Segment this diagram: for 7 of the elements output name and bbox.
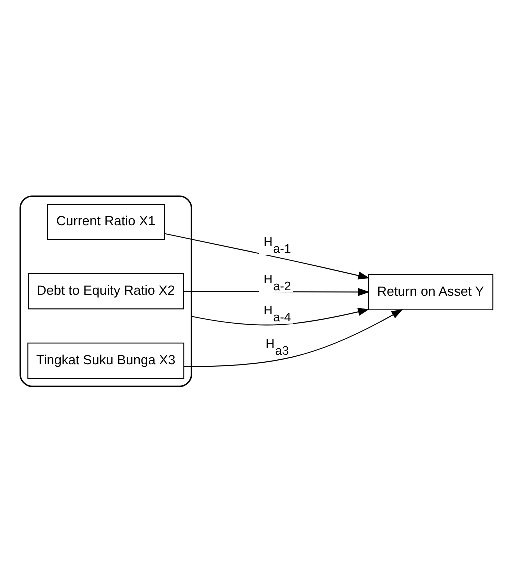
node-box: Return on Asset Y xyxy=(368,274,494,311)
node-box: Tingkat Suku Bunga X3 xyxy=(28,342,185,379)
arrow xyxy=(191,308,370,326)
node-box: Debt to Equity Ratio X2 xyxy=(28,273,184,310)
node-box: Current Ratio X1 xyxy=(47,204,166,240)
arrow xyxy=(184,309,404,368)
cluster xyxy=(20,196,192,388)
